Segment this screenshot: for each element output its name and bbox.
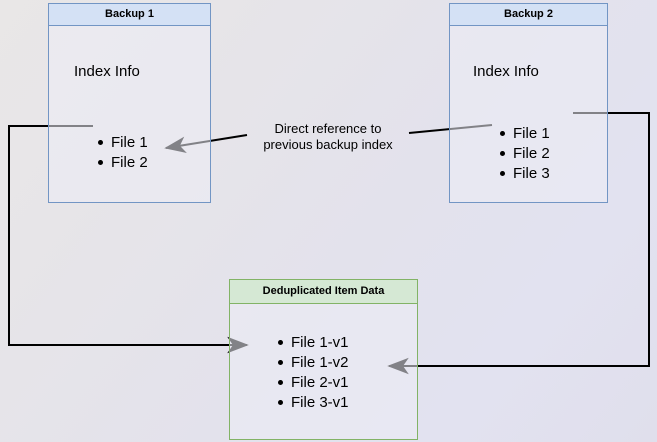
list-item-label: File 2 <box>513 145 550 162</box>
list-item: File 2 <box>98 153 148 173</box>
list-item-label: File 1-v2 <box>291 354 349 371</box>
list-item: File 2-v1 <box>278 373 349 393</box>
bullet-icon <box>278 340 283 345</box>
list-item: File 3-v1 <box>278 393 349 413</box>
node-backup-2[interactable]: Backup 2 Index Info File 1 File 2 File 3 <box>449 3 608 203</box>
dedup-file-list: File 1-v1 File 1-v2 File 2-v1 File 3-v1 <box>276 333 349 413</box>
list-item-label: File 1-v1 <box>291 334 349 351</box>
list-item-label: File 3 <box>513 165 550 182</box>
bullet-icon <box>278 380 283 385</box>
backup-2-file-list: File 1 File 2 File 3 <box>498 124 550 184</box>
bullet-icon <box>500 151 505 156</box>
node-backup-2-body: Index Info File 1 File 2 File 3 <box>450 26 607 202</box>
node-backup-1-header: Backup 1 <box>49 4 210 26</box>
bullet-icon <box>278 360 283 365</box>
node-dedup-store-body: File 1-v1 File 1-v2 File 2-v1 File 3-v1 <box>230 304 417 439</box>
backup-2-index-info-label: Index Info <box>473 63 539 80</box>
bullet-icon <box>500 131 505 136</box>
annotation-line-2: previous backup index <box>263 137 393 152</box>
list-item-label: File 1 <box>513 125 550 142</box>
backup-1-index-info-label: Index Info <box>74 63 140 80</box>
list-item: File 3 <box>500 164 550 184</box>
backup-1-file-list: File 1 File 2 <box>96 133 148 173</box>
bullet-icon <box>98 160 103 165</box>
list-item-label: File 1 <box>111 134 148 151</box>
direct-reference-annotation: Direct reference to previous backup inde… <box>248 121 408 153</box>
list-item: File 1 <box>98 133 148 153</box>
node-backup-1[interactable]: Backup 1 Index Info File 1 File 2 <box>48 3 211 203</box>
list-item: File 1-v2 <box>278 353 349 373</box>
node-backup-2-header: Backup 2 <box>450 4 607 26</box>
list-item: File 1-v1 <box>278 333 349 353</box>
list-item: File 2 <box>500 144 550 164</box>
list-item-label: File 2 <box>111 154 148 171</box>
list-item-label: File 3-v1 <box>291 394 349 411</box>
annotation-line-1: Direct reference to <box>274 121 382 136</box>
bullet-icon <box>278 400 283 405</box>
bullet-icon <box>500 171 505 176</box>
list-item-label: File 2-v1 <box>291 374 349 391</box>
node-dedup-store[interactable]: Deduplicated Item Data File 1-v1 File 1-… <box>229 279 418 440</box>
node-backup-1-body: Index Info File 1 File 2 <box>49 26 210 202</box>
node-dedup-store-header: Deduplicated Item Data <box>230 280 417 304</box>
list-item: File 1 <box>500 124 550 144</box>
bullet-icon <box>98 140 103 145</box>
